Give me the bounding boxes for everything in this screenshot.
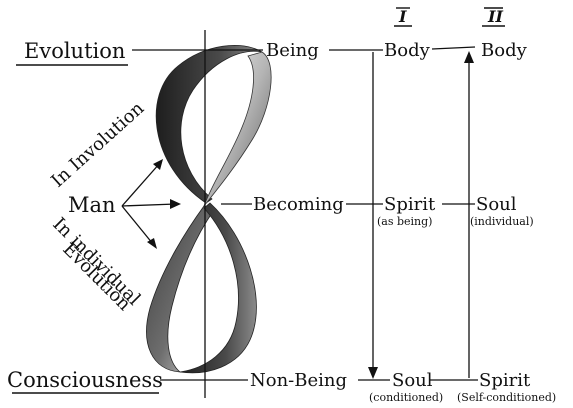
column-one-top: Body bbox=[384, 40, 431, 61]
becoming-label: Becoming bbox=[253, 194, 344, 215]
column-one-bottom-note: (conditioned) bbox=[369, 391, 443, 404]
body-body-line bbox=[432, 47, 475, 49]
non-being-label: Non-Being bbox=[250, 370, 347, 391]
column-one-middle: Spirit bbox=[384, 194, 436, 215]
column-two-middle-note: (individual) bbox=[470, 215, 534, 228]
column-two-header: II bbox=[487, 7, 503, 26]
column-two-top: Body bbox=[481, 40, 528, 61]
man-arrows bbox=[122, 159, 181, 249]
consciousness-label: Consciousness bbox=[7, 368, 163, 392]
column-one-bottom: Soul bbox=[392, 370, 433, 391]
column-one-arrow-head bbox=[368, 367, 378, 379]
column-one-middle-note: (as being) bbox=[377, 215, 432, 228]
column-two-bottom-note: (Self-conditioned) bbox=[457, 391, 556, 404]
in-involution-label: In Involution bbox=[47, 98, 148, 192]
being-label: Being bbox=[266, 40, 319, 61]
man-label: Man bbox=[68, 193, 116, 217]
column-one-header: I bbox=[398, 7, 407, 26]
column-two-arrow-head bbox=[464, 51, 474, 63]
evolution-label: Evolution bbox=[24, 39, 125, 63]
column-two-bottom: Spirit bbox=[479, 370, 531, 391]
column-two-middle: Soul bbox=[476, 194, 517, 215]
